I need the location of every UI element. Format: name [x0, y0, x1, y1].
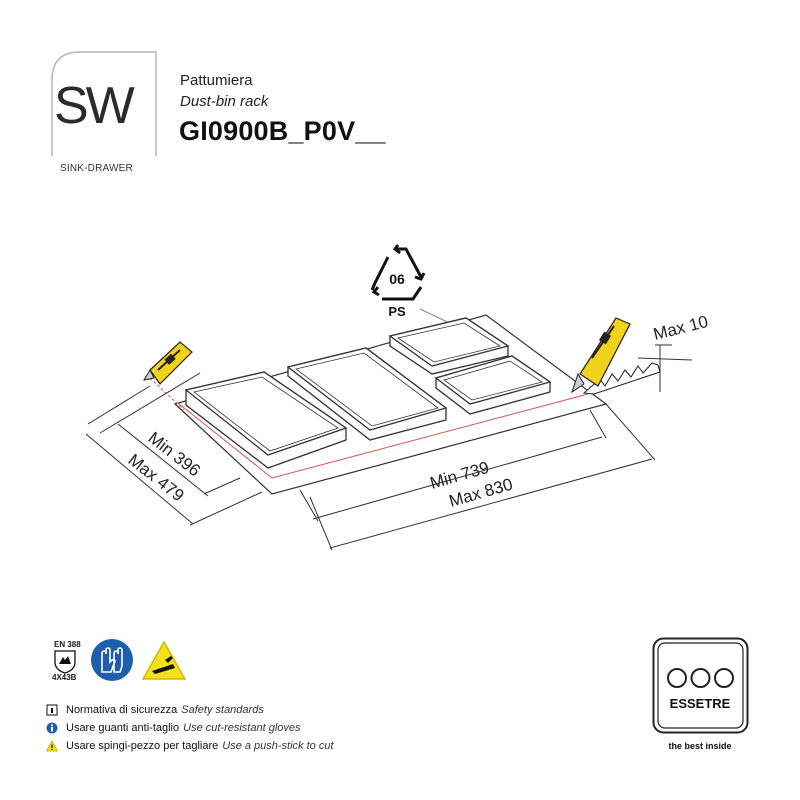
- safety-list: Normativa di sicurezza Safety standards …: [46, 701, 334, 755]
- cut-line: [149, 377, 589, 479]
- brand-name: ESSETRE: [669, 696, 731, 711]
- safety-item-it: Normativa di sicurezza: [66, 704, 178, 716]
- recycling-icon: [370, 244, 426, 301]
- title-italian: Pattumiera: [180, 72, 253, 89]
- brand-logo: [652, 637, 749, 734]
- recycling-code: 06: [389, 271, 405, 287]
- bin-small-back: [388, 317, 510, 375]
- brand-circle-icon: [690, 668, 711, 688]
- bin-large: [184, 371, 348, 469]
- dimension-max-thickness: Max 10: [651, 312, 710, 344]
- logo-caption: SINK-DRAWER: [60, 163, 133, 174]
- standard-code: 4X43B: [52, 673, 77, 682]
- sawblade-icon: [582, 362, 661, 395]
- title-english: Dust-bin rack: [180, 93, 269, 110]
- brand-circle-icon: [714, 668, 734, 688]
- cutter-knife-right-icon: [571, 317, 631, 394]
- gloves-mandatory-icon: [91, 639, 133, 681]
- info-square-icon: [46, 704, 58, 716]
- dimension-lines: [85, 344, 693, 551]
- shield-standard-icon: [54, 650, 76, 674]
- logo-mark: SW: [54, 77, 135, 135]
- cutter-knife-left-icon: [142, 341, 193, 385]
- bin-middle: [286, 347, 448, 441]
- safety-item-en: Use a push-stick to cut: [222, 740, 334, 752]
- safety-item-en: Use cut-resistant gloves: [183, 722, 301, 734]
- recycling-material: PS: [388, 304, 406, 319]
- logo-frame: [51, 51, 157, 156]
- safety-item-standards: Normativa di sicurezza Safety standards: [46, 701, 334, 719]
- safety-item-it: Usare spingi-pezzo per tagliare: [66, 740, 219, 752]
- blue-info-icon: [46, 722, 58, 734]
- brand-tagline: the best inside: [668, 741, 732, 751]
- product-code: GI0900B_P0V__: [179, 116, 386, 146]
- cut-hazard-warning-icon: [141, 640, 187, 680]
- bin-small-front: [434, 355, 552, 415]
- safety-item-it: Usare guanti anti-taglio: [66, 722, 180, 734]
- brand-circle-icon: [667, 668, 687, 688]
- safety-item-push-stick: Usare spingi-pezzo per tagliare Use a pu…: [46, 737, 334, 755]
- standard-label: EN 388: [54, 640, 81, 649]
- warning-triangle-icon: [46, 740, 58, 752]
- safety-item-gloves: Usare guanti anti-taglio Use cut-resista…: [46, 719, 334, 737]
- safety-item-en: Safety standards: [181, 704, 264, 716]
